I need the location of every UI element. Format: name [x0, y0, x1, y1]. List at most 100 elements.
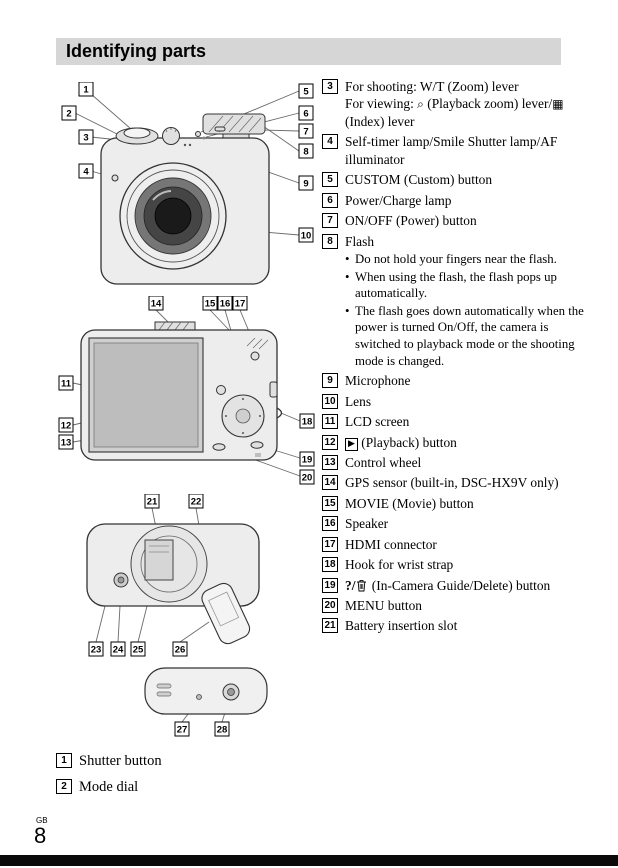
svg-text:25: 25	[133, 645, 144, 656]
item-text: (Playback) button	[357, 434, 457, 450]
item-number-box: 14	[322, 475, 338, 491]
callout-25: 25	[130, 641, 146, 657]
callout-24: 24	[110, 641, 126, 657]
parts-list-item-19: 19 ?/ (In-Camera Guide/Delete) button	[322, 577, 584, 594]
delete-trash-icon	[357, 579, 367, 592]
callout-6: 6	[298, 105, 314, 121]
locating-pin	[196, 694, 202, 700]
parts-list-item-18: 18 Hook for wrist strap	[322, 556, 584, 573]
item-text: ?/	[345, 577, 356, 593]
item-number-box: 12	[322, 434, 338, 450]
parts-list-item-12: 12 ▶ (Playback) button	[322, 434, 584, 451]
mode-dial	[162, 127, 180, 145]
svg-text:21: 21	[147, 497, 158, 508]
svg-text:28: 28	[217, 725, 228, 736]
lcd-screen	[88, 337, 204, 453]
item-label: For shooting: W/T (Zoom) lever For viewi…	[345, 78, 584, 130]
item-line: Flash	[345, 233, 375, 249]
callout-23: 23	[88, 641, 104, 657]
svg-text:5: 5	[303, 87, 309, 98]
footer-bar	[0, 855, 618, 866]
svg-text:17: 17	[235, 299, 246, 310]
note-text: When using the flash, the flash pops up …	[355, 269, 557, 301]
item-text: For viewing:	[345, 96, 418, 112]
note-bullet: •The flash goes down automatically when …	[345, 303, 584, 370]
item-label: Control wheel	[345, 455, 422, 471]
callout-12: 12	[58, 417, 74, 433]
parts-list-item-8: 8 Flash •Do not hold your fingers near t…	[322, 233, 584, 370]
item-number-box: 19	[322, 577, 338, 593]
item-label: Shutter button	[79, 753, 162, 769]
callout-8: 8	[298, 143, 314, 159]
parts-list-item-6: 6 Power/Charge lamp	[322, 192, 584, 209]
parts-list-item-14: 14 GPS sensor (built-in, DSC-HX9V only)	[322, 474, 584, 491]
item-label: LCD screen	[345, 414, 410, 430]
parts-list-item-5: 5 CUSTOM (Custom) button	[322, 171, 584, 188]
parts-list-item-11: 11 LCD screen	[322, 413, 584, 430]
parts-list-item-1: 1 Shutter button	[56, 752, 162, 771]
svg-text:18: 18	[302, 417, 313, 428]
item-number-box: 13	[322, 455, 338, 471]
guide-delete-button	[250, 441, 264, 449]
callout-14: 14	[148, 296, 164, 311]
callout-20: 20	[299, 469, 315, 485]
svg-text:14: 14	[151, 299, 162, 310]
svg-text:23: 23	[91, 645, 102, 656]
item-label: Speaker	[345, 516, 389, 532]
svg-text:4: 4	[83, 167, 89, 178]
item-label: Power/Charge lamp	[345, 192, 452, 208]
wrist-strap-hook	[276, 407, 283, 419]
item-number-box: 8	[322, 233, 338, 249]
bottom-view-diagram: 21 22 23 24 25 26 27 28	[86, 494, 268, 737]
item-label: ▶ (Playback) button	[345, 434, 584, 451]
callout-16: 16	[217, 296, 233, 311]
callout-22: 22	[188, 494, 204, 509]
item-number-box: 20	[322, 597, 338, 613]
parts-list: 3 For shooting: W/T (Zoom) lever For vie…	[322, 78, 584, 638]
parts-list-item-15: 15 MOVIE (Movie) button	[322, 495, 584, 512]
item-number-box: 9	[322, 373, 338, 389]
item-number-box: 1	[56, 753, 72, 768]
svg-text:22: 22	[191, 497, 202, 508]
parts-list-item-7: 7 ON/OFF (Power) button	[322, 212, 584, 229]
callout-26: 26	[172, 641, 188, 657]
svg-text:6: 6	[303, 109, 308, 120]
parts-list-item-20: 20 MENU button	[322, 597, 584, 614]
item-label: CUSTOM (Custom) button	[345, 172, 493, 188]
callout-21: 21	[144, 494, 160, 509]
index-grid-icon: ▦	[552, 97, 564, 112]
svg-text:19: 19	[302, 455, 313, 466]
hdmi-connector	[269, 381, 278, 398]
bottom-plate-detail	[144, 667, 268, 715]
item-number-box: 6	[322, 192, 338, 208]
parts-list-item-17: 17 HDMI connector	[322, 536, 584, 553]
item-text: (Playback zoom) lever/	[423, 96, 553, 112]
bullet-dot: •	[345, 269, 350, 284]
svg-text:7: 7	[303, 127, 308, 138]
note-bullet: •Do not hold your fingers near the flash…	[345, 251, 584, 268]
page-number: 8	[34, 823, 47, 848]
tripod-socket-detail	[222, 683, 240, 701]
svg-text:16: 16	[220, 299, 231, 310]
item-line: For viewing: ⌕ (Playback zoom) lever/▦ (…	[345, 95, 584, 130]
footer-language-code: GB	[36, 816, 48, 825]
callout-4: 4	[78, 163, 94, 179]
item-number-box: 7	[322, 213, 338, 229]
item-label: Lens	[345, 393, 372, 409]
shutter-zoom-assembly	[115, 127, 159, 145]
battery-door-open	[201, 582, 251, 645]
bullet-dot: •	[345, 251, 350, 266]
item-number-box: 11	[322, 414, 338, 430]
top-deck-controls	[195, 126, 226, 140]
item-number-box: 18	[322, 557, 338, 573]
bullet-dot: •	[345, 303, 350, 318]
item-number-box: 17	[322, 536, 338, 552]
gps-sensor	[154, 321, 196, 331]
item-label: Mode dial	[79, 778, 139, 795]
svg-text:12: 12	[61, 421, 72, 432]
item-label: Hook for wrist strap	[345, 557, 454, 573]
callout-18: 18	[299, 413, 315, 429]
item-line: For shooting: W/T (Zoom) lever	[345, 79, 519, 94]
note-bullet: • When using the flash, the flash pops up…	[345, 269, 584, 302]
